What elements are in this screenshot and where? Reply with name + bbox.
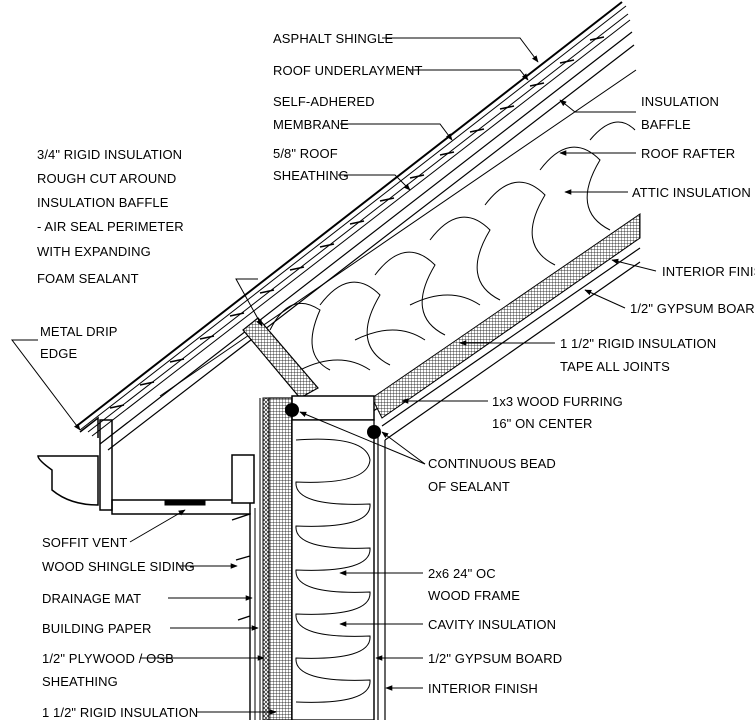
label-gypsum-wall: 1/2" GYPSUM BOARD bbox=[428, 651, 562, 666]
attic-insulation bbox=[269, 121, 636, 371]
labels: ASPHALT SHINGLE ROOF UNDERLAYMENT SELF-A… bbox=[37, 31, 755, 720]
roof-underlayment-line bbox=[87, 13, 629, 433]
label-roof-rafter: ROOF RAFTER bbox=[641, 146, 735, 161]
label-asphalt-shingle: ASPHALT SHINGLE bbox=[273, 31, 393, 46]
top-plate bbox=[291, 395, 375, 421]
label-metal-drip-1: METAL DRIP bbox=[40, 324, 118, 339]
label-sealant-2: OF SEALANT bbox=[428, 479, 510, 494]
label-rigid-roof-1: 1 1/2" RIGID INSULATION bbox=[560, 336, 716, 351]
label-drainage-mat: DRAINAGE MAT bbox=[42, 591, 141, 606]
label-plywood-1: 1/2" PLYWOOD / OSB bbox=[42, 651, 174, 666]
leader-lines bbox=[10, 37, 657, 715]
insulation-baffle-line bbox=[159, 69, 637, 397]
label-cavity-insulation: CAVITY INSULATION bbox=[428, 617, 556, 632]
label-rigid-note-6: FOAM SEALANT bbox=[37, 271, 139, 286]
wood-frame bbox=[291, 419, 375, 720]
label-attic-insulation: ATTIC INSULATION bbox=[632, 185, 751, 200]
label-building-paper: BUILDING PAPER bbox=[42, 621, 152, 636]
fascia bbox=[99, 419, 113, 511]
label-self-adhered-1: SELF-ADHERED bbox=[273, 94, 375, 109]
label-insulation-baffle-1: INSULATION bbox=[641, 94, 719, 109]
label-wood-shingle: WOOD SHINGLE SIDING bbox=[42, 559, 195, 574]
sealant-bead-2 bbox=[367, 425, 381, 439]
label-roof-sheathing-1: 5/8" ROOF bbox=[273, 146, 338, 161]
sealant-bead-1 bbox=[285, 403, 299, 417]
rigid-insulation-roof bbox=[371, 213, 641, 419]
label-roof-underlayment: ROOF UNDERLAYMENT bbox=[273, 63, 423, 78]
wood-shingle-siding bbox=[231, 513, 251, 720]
label-furring-2: 16" ON CENTER bbox=[492, 416, 593, 431]
label-wood-frame-1: 2x6 24" OC bbox=[428, 566, 496, 581]
label-interior-finish-wall: INTERIOR FINISH bbox=[428, 681, 538, 696]
gypsum-board-wall bbox=[373, 430, 379, 720]
soffit-vent bbox=[164, 499, 206, 506]
label-rigid-note-1: 3/4" RIGID INSULATION bbox=[37, 147, 182, 162]
rigid-insulation-wall bbox=[268, 397, 293, 720]
label-rigid-wall: 1 1/2" RIGID INSULATION bbox=[42, 705, 198, 720]
label-gypsum-top: 1/2" GYPSUM BOARD bbox=[630, 301, 755, 316]
label-rigid-note-3: INSULATION BAFFLE bbox=[37, 195, 169, 210]
label-interior-finish-top: INTERIOR FINISH bbox=[662, 264, 755, 279]
membrane-line bbox=[91, 19, 631, 437]
gypsum-board-roof bbox=[381, 247, 641, 427]
label-rigid-note-2: ROUGH CUT AROUND bbox=[37, 171, 176, 186]
label-self-adhered-2: MEMBRANE bbox=[273, 117, 349, 132]
label-rigid-note-5: WITH EXPANDING bbox=[37, 244, 151, 259]
label-wood-frame-2: WOOD FRAME bbox=[428, 588, 520, 603]
label-rigid-roof-2: TAPE ALL JOINTS bbox=[560, 359, 670, 374]
rigid-insulation-eave bbox=[242, 317, 319, 399]
label-rigid-note-4: - AIR SEAL PERIMETER bbox=[37, 219, 184, 234]
roof-sheathing bbox=[99, 31, 635, 451]
label-metal-drip-2: EDGE bbox=[40, 346, 77, 361]
cavity-insulation bbox=[295, 438, 371, 703]
label-plywood-2: SHEATHING bbox=[42, 674, 118, 689]
interior-finish-roof bbox=[384, 261, 641, 441]
label-soffit-vent: SOFFIT VENT bbox=[42, 535, 127, 550]
label-furring-1: 1x3 WOOD FURRING bbox=[492, 394, 623, 409]
metal-drip-edge bbox=[79, 416, 99, 438]
label-insulation-baffle-2: BAFFLE bbox=[641, 117, 691, 132]
label-sealant-1: CONTINUOUS BEAD bbox=[428, 456, 556, 471]
asphalt-shingle-layer bbox=[77, 1, 623, 426]
plywood-sheathing bbox=[262, 397, 270, 720]
wall-assembly bbox=[231, 395, 386, 720]
gutter bbox=[37, 455, 99, 506]
eave bbox=[37, 416, 255, 515]
label-roof-sheathing-2: SHEATHING bbox=[273, 168, 349, 183]
shingle-courses bbox=[109, 36, 605, 409]
